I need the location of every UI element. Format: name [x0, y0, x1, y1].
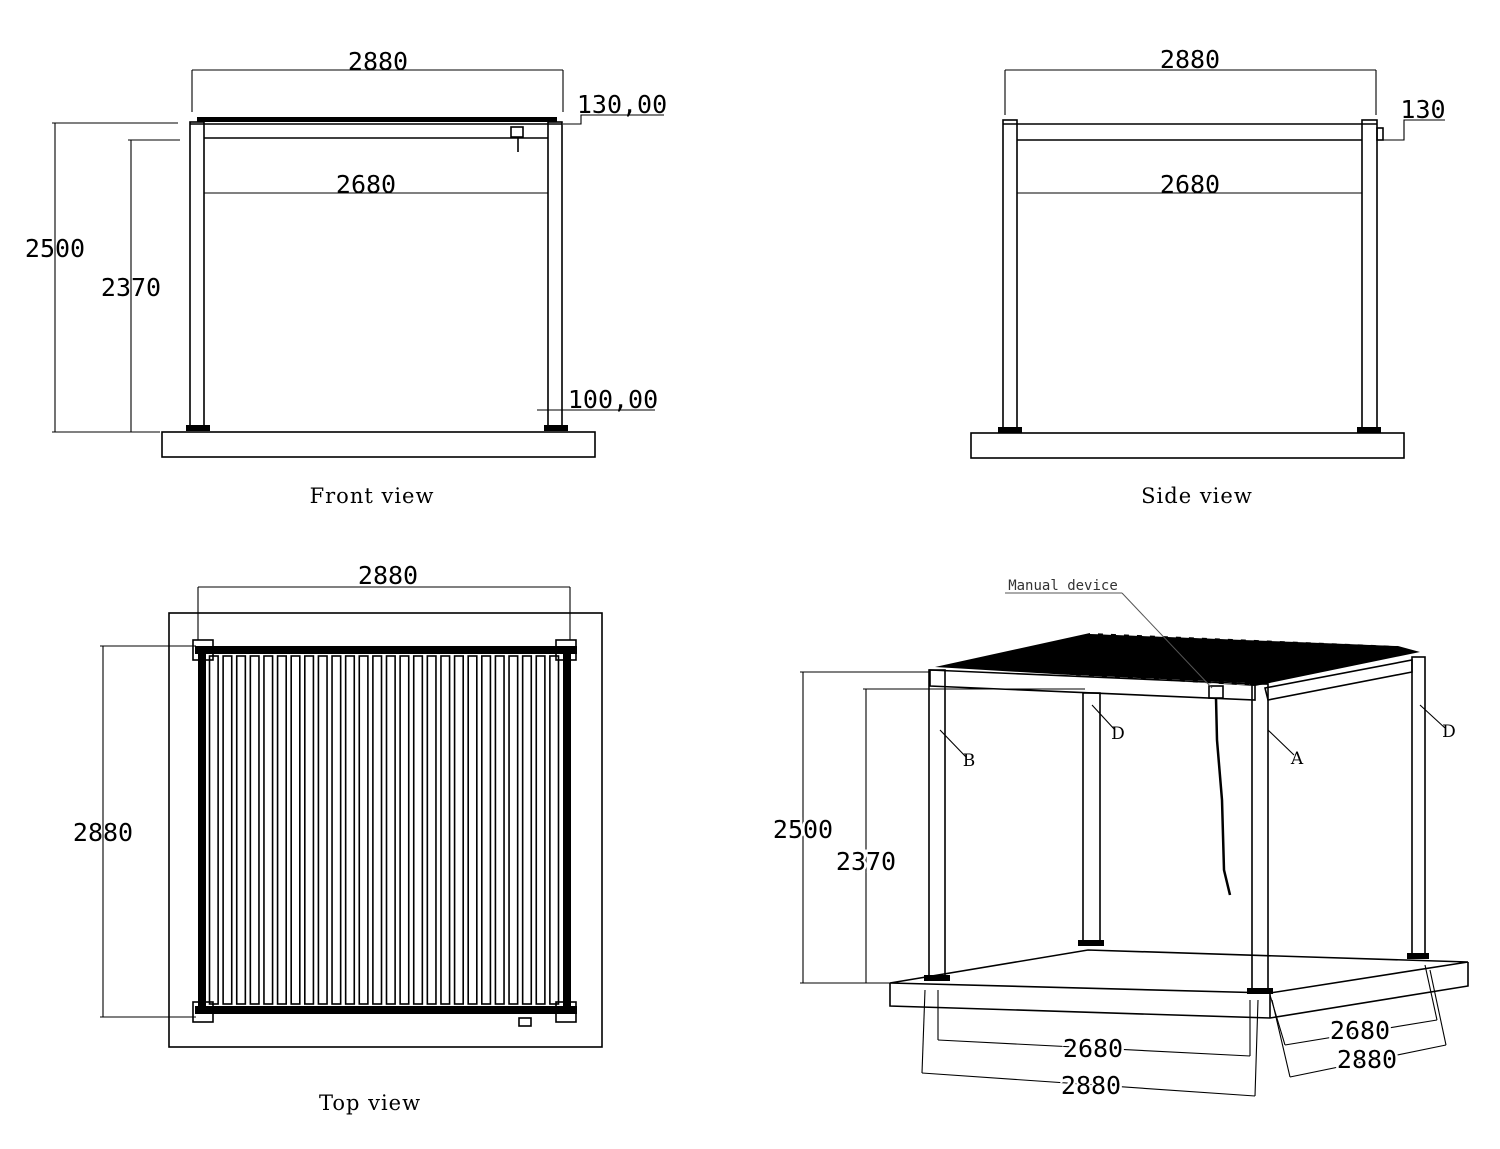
louvre-slat [276, 655, 287, 1005]
louvre-slat [385, 655, 396, 1005]
corner-brackets [192, 639, 577, 1027]
louvre-slat [521, 655, 533, 1005]
post-label-d-right: D [1442, 722, 1456, 742]
manual-device-icon [510, 126, 524, 138]
top-width: 2880 [358, 561, 418, 590]
louvre-slat [549, 655, 560, 1005]
front-height-total: 2500 [25, 234, 85, 263]
front-height-clear: 2370 [101, 273, 161, 302]
louvre-slat [372, 655, 383, 1005]
iso-view: Manual device B D A D 2500 2370 2680 288 [770, 578, 1469, 1103]
front-width-outer: 2880 [348, 47, 408, 76]
front-width-inner: 2680 [336, 170, 396, 199]
manual-device-callout: Manual device [1008, 578, 1118, 594]
iso-front-inner: 2680 [1063, 1034, 1123, 1063]
post-label-b: B [963, 751, 976, 771]
iso-height-clear: 2370 [836, 847, 896, 876]
louvre-slat [412, 655, 424, 1005]
louvre-slat [453, 655, 464, 1005]
louvre-slat [208, 655, 219, 1005]
front-view: 2880 2680 2500 2370 130,00 100,00 Front … [25, 47, 667, 508]
roof-louvres [208, 655, 560, 1005]
louvre-slat [344, 655, 356, 1005]
louvre-slat [304, 655, 315, 1005]
front-beam-height: 130,00 [577, 90, 667, 119]
side-width-outer: 2880 [1160, 45, 1220, 74]
louvre-slat [481, 655, 492, 1005]
louvre-slat [399, 655, 410, 1005]
louvre-slat [467, 655, 478, 1005]
louvre-slat [535, 655, 546, 1005]
side-view-caption: Side view [1141, 484, 1253, 508]
side-beam-height: 130 [1400, 95, 1445, 124]
iso-front-outer: 2880 [1061, 1071, 1121, 1100]
top-depth: 2880 [73, 818, 133, 847]
iso-height-total: 2500 [773, 815, 833, 844]
louvre-slat [290, 655, 301, 1005]
manual-device-icon [1208, 685, 1224, 699]
louvre-slat [317, 655, 328, 1005]
louvre-slat [508, 655, 519, 1005]
louvre-slat [235, 655, 247, 1005]
louvre-slat [440, 655, 451, 1005]
louvre-slat [249, 655, 260, 1005]
post-label-a: A [1290, 749, 1304, 769]
front-view-caption: Front view [310, 484, 435, 508]
louvre-slat [426, 655, 437, 1005]
louvre-slat [222, 655, 233, 1005]
top-view-caption: Top view [319, 1091, 421, 1115]
post-label-d-back: D [1111, 724, 1125, 744]
iso-side-outer: 2880 [1337, 1045, 1397, 1074]
side-width-inner: 2680 [1160, 170, 1220, 199]
side-view: 2880 2680 130 Side view [970, 45, 1446, 508]
louvre-slat [494, 655, 505, 1005]
louvre-slat [331, 655, 342, 1005]
louvre-slat [263, 655, 274, 1005]
iso-side-inner: 2680 [1330, 1016, 1390, 1045]
front-post-width: 100,00 [568, 385, 658, 414]
top-view: 2880 2880 Top view [73, 561, 603, 1115]
louvre-slat [358, 655, 369, 1005]
